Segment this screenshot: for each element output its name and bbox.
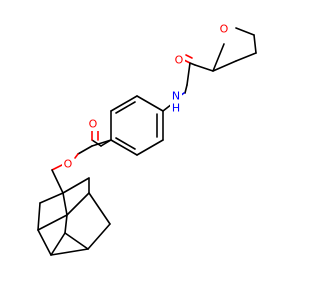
ester-group — [51, 127, 112, 171]
bond-ad-7 — [37, 214, 68, 231]
bond-ar-6 — [136, 95, 164, 112]
label-bg-amide-o — [173, 53, 185, 67]
bond-amide-c-n — [186, 62, 191, 86]
bond-ar-2 — [136, 139, 164, 156]
bond-ad-11 — [64, 214, 68, 234]
tetrahydrofuran-ring — [212, 27, 257, 72]
bond-aryl-carbonyl — [91, 139, 112, 147]
bond-c2-amide-c — [194, 64, 214, 72]
bond-ad-5 — [88, 192, 111, 225]
bond-ar-3 — [110, 139, 138, 156]
bond-ad-13 — [50, 248, 89, 256]
bond-amide-co-2 — [185, 54, 193, 59]
molecule-diagram: O O N H O O — [37, 22, 257, 256]
amide-group — [162, 54, 214, 112]
bond-c-n-upper — [184, 84, 188, 94]
label-bg-thf-o — [218, 22, 230, 36]
structure-canvas: O O N H O O — [37, 22, 257, 256]
atom-label-ester-carbonyl-o: O — [89, 118, 98, 131]
bond-ad-8 — [66, 192, 90, 216]
bond-ad-14 — [50, 232, 66, 256]
bond-ad-12 — [37, 229, 52, 256]
bond-o-ch2 — [51, 164, 63, 171]
atom-label-thf-o: O — [220, 23, 229, 36]
atom-label-amide-o: O — [175, 54, 184, 67]
bond-thf-c2-c3 — [212, 60, 237, 72]
label-bg-ester-o — [62, 157, 74, 171]
bond-ar-inner-3 — [115, 101, 136, 114]
bond-ad-9 — [87, 223, 111, 250]
bond-thf-c2-o — [212, 43, 225, 72]
bond-ad-3 — [39, 192, 64, 204]
bond-ar-5 — [110, 95, 138, 112]
bond-ester-o-stub — [74, 153, 79, 159]
atom-label-amide-h: H — [172, 102, 180, 115]
bond-ad-1 — [62, 177, 90, 194]
atom-label-amide-n: N — [172, 90, 180, 103]
bond-ch2-adamantyl — [51, 169, 64, 194]
atom-labels: O O N H O O — [62, 22, 230, 171]
adamantane-cage — [37, 177, 111, 256]
bond-ar-inner-2 — [115, 137, 136, 150]
bond-ad-10 — [64, 232, 89, 250]
bond-ester-c — [91, 139, 102, 147]
bond-ad-4 — [62, 192, 68, 216]
bond-ester-c-o — [77, 145, 93, 155]
atom-label-ester-o: O — [64, 158, 73, 171]
label-bg-amide-h — [170, 102, 182, 114]
label-bg-amide-n — [170, 89, 182, 103]
bond-thf-c4-c5 — [253, 34, 257, 54]
label-bg-ester-carbonyl-o — [87, 117, 99, 131]
bond-thf-c5-o — [235, 27, 255, 36]
bond-ad-6 — [37, 202, 41, 231]
bond-thf-c3-c4 — [235, 52, 257, 62]
bond-amide-c — [189, 62, 196, 66]
benzene-ring — [110, 95, 164, 156]
